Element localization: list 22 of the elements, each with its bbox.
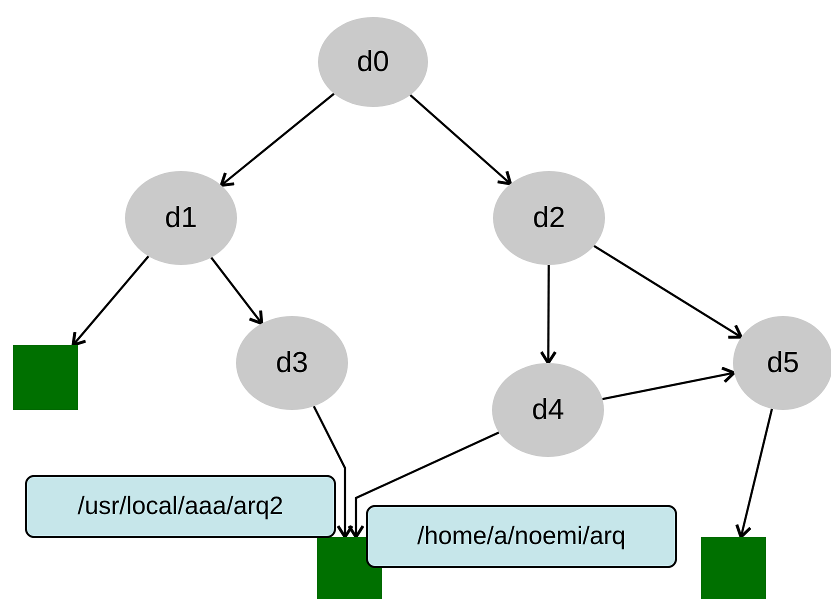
arrow xyxy=(602,366,736,400)
square-block xyxy=(13,345,78,410)
node-label: d5 xyxy=(766,346,800,380)
arrow xyxy=(312,406,354,538)
node-label: d0 xyxy=(356,46,390,78)
node-label: d1 xyxy=(164,202,198,234)
arrow xyxy=(410,94,512,186)
arrow xyxy=(220,92,335,187)
node-label: /home/a/noemi/arq xyxy=(417,522,626,551)
arrow xyxy=(735,408,773,538)
node-label: d2 xyxy=(532,202,566,234)
path-tooltip xyxy=(366,505,677,568)
square-block xyxy=(701,537,766,599)
arrow xyxy=(72,256,150,346)
arrow xyxy=(540,265,557,364)
node-label: d3 xyxy=(276,346,308,380)
arrow xyxy=(210,256,264,325)
arrow xyxy=(348,432,500,538)
arrow xyxy=(593,244,743,339)
path-tooltip xyxy=(25,475,336,538)
node-label: /usr/local/aaa/arq2 xyxy=(78,492,284,521)
node-label: d4 xyxy=(532,394,564,426)
